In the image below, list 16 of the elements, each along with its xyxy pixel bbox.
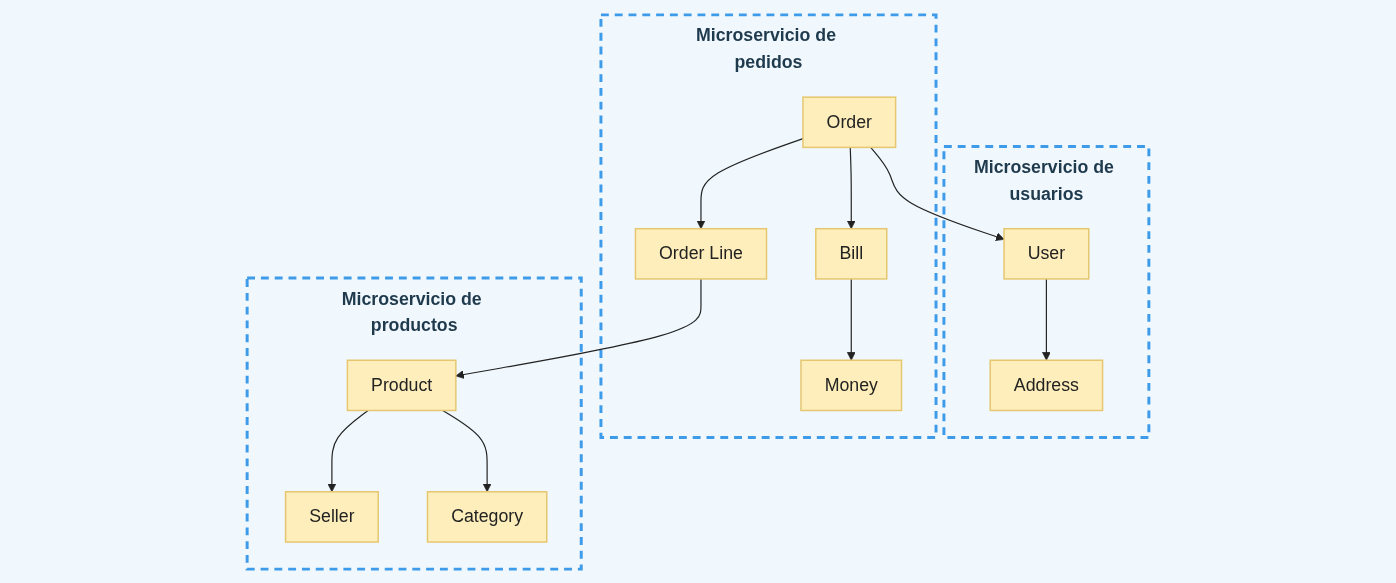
arrow (870, 146, 1005, 241)
node-box: Category (426, 490, 548, 543)
node-box: Money (800, 359, 903, 411)
arrow (846, 146, 856, 229)
arrow (442, 409, 492, 492)
node-box: Order Line (634, 227, 768, 280)
node-box: Seller (284, 490, 379, 543)
arrow (1042, 277, 1051, 361)
node-box: Order (802, 95, 897, 148)
node-box: User (1003, 227, 1090, 280)
node-box: Bill (815, 227, 888, 280)
arrow (455, 277, 702, 379)
arrow (327, 409, 369, 492)
arrow (846, 277, 856, 361)
node-box: Product (346, 359, 457, 411)
node-box: Address (989, 359, 1104, 411)
